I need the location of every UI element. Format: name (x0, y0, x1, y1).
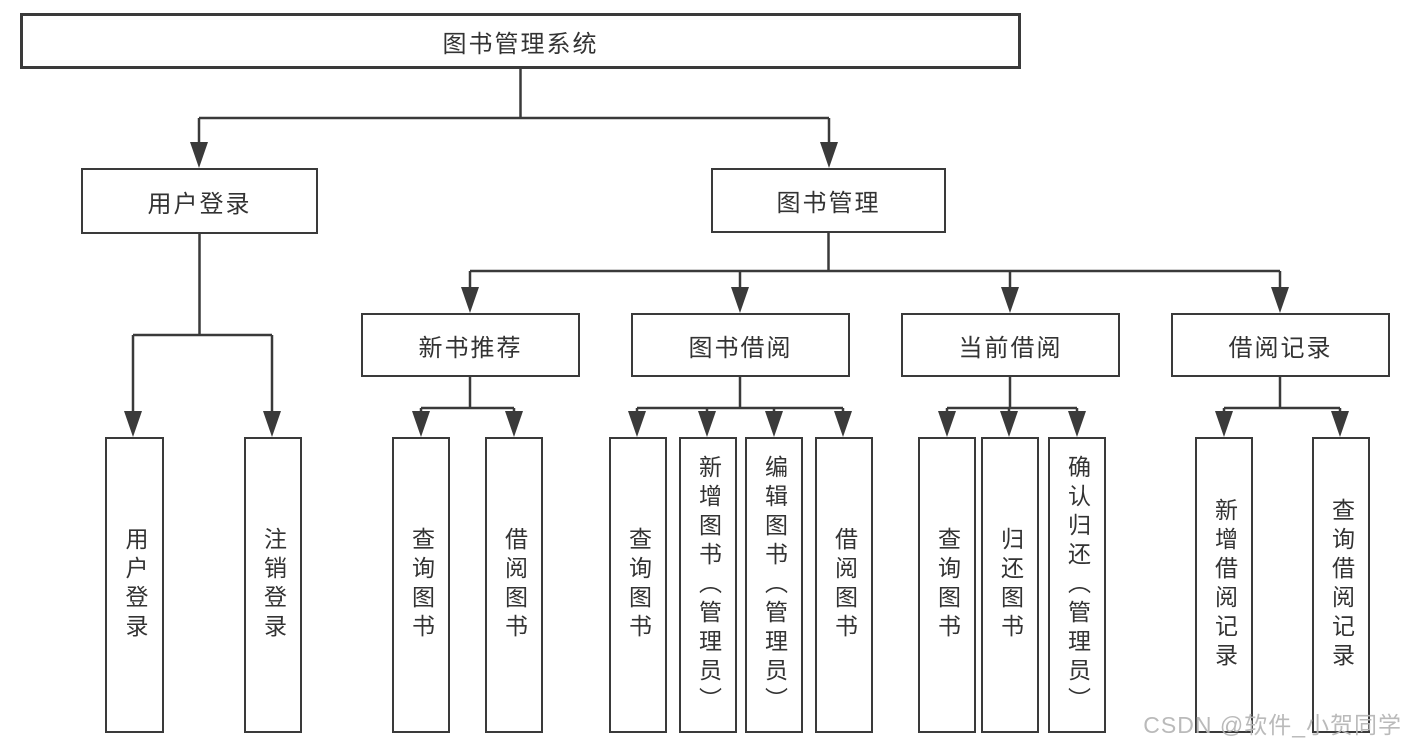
leaf-edit-books-admin: 编辑图书（管理员） (745, 437, 803, 733)
leaf-return-books-label: 归还图书 (997, 527, 1024, 643)
leaf-edit-books-admin-label: 编辑图书（管理员） (761, 454, 788, 716)
node-book-management: 图书管理 (711, 168, 946, 233)
leaf-query-books-borrowing-label: 查询图书 (625, 527, 652, 643)
node-library-system-label: 图书管理系统 (442, 30, 599, 58)
node-current-borrowing: 当前借阅 (901, 313, 1120, 377)
leaf-return-books: 归还图书 (981, 437, 1039, 733)
leaf-add-books-admin: 新增图书（管理员） (679, 437, 737, 733)
leaf-confirm-return-admin-label: 确认归还（管理员） (1064, 454, 1091, 716)
node-book-borrowing-label: 图书借阅 (688, 334, 793, 362)
csdn-watermark: CSDN @软件_小贺同学 (1143, 712, 1402, 738)
node-book-borrowing: 图书借阅 (631, 313, 850, 377)
leaf-query-borrow-record: 查询借阅记录 (1312, 437, 1370, 733)
leaf-query-borrow-record-label: 查询借阅记录 (1328, 498, 1355, 672)
leaf-borrow-books-recommend: 借阅图书 (485, 437, 543, 733)
leaf-borrow-books-borrowing-label: 借阅图书 (831, 527, 858, 643)
node-borrowing-records-label: 借阅记录 (1228, 334, 1333, 362)
leaf-query-books-current: 查询图书 (918, 437, 976, 733)
node-new-book-recommend: 新书推荐 (361, 313, 580, 377)
leaf-add-books-admin-label: 新增图书（管理员） (695, 454, 722, 716)
leaf-user-login-label: 用户登录 (122, 527, 148, 643)
leaf-add-borrow-record-label: 新增借阅记录 (1211, 498, 1238, 672)
node-user-login-branch-label: 用户登录 (147, 190, 252, 218)
leaf-query-books-recommend: 查询图书 (392, 437, 450, 733)
leaf-borrow-books-recommend-label: 借阅图书 (501, 527, 528, 643)
leaf-logout: 注销登录 (244, 437, 302, 733)
leaf-logout-label: 注销登录 (260, 527, 287, 643)
leaf-confirm-return-admin: 确认归还（管理员） (1048, 437, 1106, 733)
node-user-login-branch: 用户登录 (81, 168, 318, 234)
node-borrowing-records: 借阅记录 (1171, 313, 1390, 377)
leaf-user-login: 用户登录 (105, 437, 164, 733)
node-book-management-label: 图书管理 (776, 190, 881, 217)
leaf-query-books-current-label: 查询图书 (934, 527, 961, 643)
leaf-query-books-recommend-label: 查询图书 (408, 527, 435, 643)
node-current-borrowing-label: 当前借阅 (958, 334, 1063, 362)
leaf-query-books-borrowing: 查询图书 (609, 437, 667, 733)
leaf-add-borrow-record: 新增借阅记录 (1195, 437, 1253, 733)
node-library-system: 图书管理系统 (20, 13, 1021, 69)
node-new-book-recommend-label: 新书推荐 (418, 334, 523, 362)
leaf-borrow-books-borrowing: 借阅图书 (815, 437, 873, 733)
